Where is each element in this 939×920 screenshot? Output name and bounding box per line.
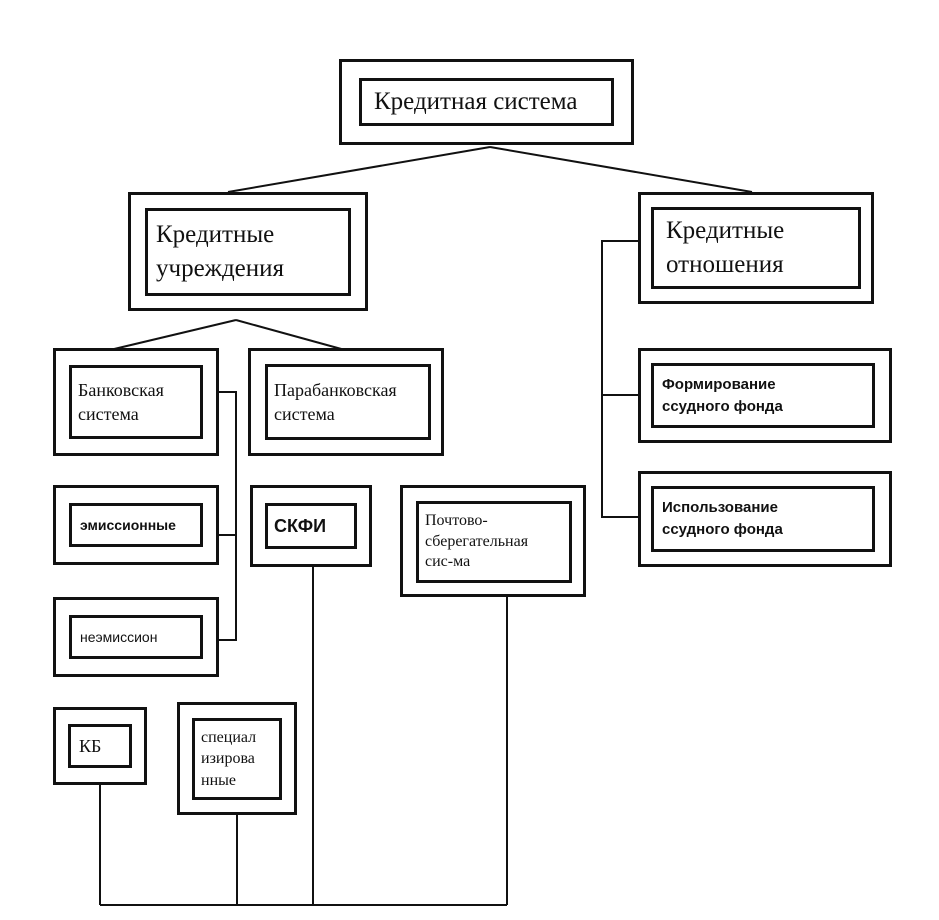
connector-root-institutions	[227, 146, 491, 193]
usage-fund-label: Использование ссудного фонда	[651, 486, 875, 552]
connector-banking-bracket	[218, 391, 237, 641]
root-node-label: Кредитная система	[359, 78, 614, 126]
institutions-node-box: Кредитные учреждения	[128, 192, 368, 311]
parabanking-system-box: Парабанковская система	[248, 348, 444, 456]
skfi-box: СКФИ	[250, 485, 372, 567]
emission-banks-label: эмиссионные	[69, 503, 203, 547]
institutions-node-label: Кредитные учреждения	[145, 208, 351, 296]
formation-fund-box: Формирование ссудного фонда	[638, 348, 892, 443]
root-node-box: Кредитная система	[339, 59, 634, 145]
parabanking-system-label: Парабанковская система	[265, 364, 431, 440]
connector-root-relations	[489, 146, 753, 193]
connector-institutions-banking	[109, 319, 237, 351]
usage-fund-box: Использование ссудного фонда	[638, 471, 892, 567]
relations-node-label: Кредитные отношения	[651, 207, 861, 289]
connector-institutions-parabanking	[235, 319, 346, 351]
specialized-box: специал изирова нные	[177, 702, 297, 815]
relations-node-box: Кредитные отношения	[638, 192, 874, 304]
skfi-label: СКФИ	[265, 503, 357, 549]
non-emission-banks-label: неэмиссион	[69, 615, 203, 659]
postal-savings-label: Почтово- сберегательная сис-ма	[416, 501, 572, 583]
connector-relations-bracket	[601, 240, 638, 518]
banking-system-box: Банковская система	[53, 348, 219, 456]
formation-fund-label: Формирование ссудного фонда	[651, 363, 875, 428]
kb-box: КБ	[53, 707, 147, 785]
banking-system-label: Банковская система	[69, 365, 203, 439]
postal-savings-box: Почтово- сберегательная сис-ма	[400, 485, 586, 597]
kb-label: КБ	[68, 724, 132, 768]
non-emission-banks-box: неэмиссион	[53, 597, 219, 677]
specialized-label: специал изирова нные	[192, 718, 282, 800]
emission-banks-box: эмиссионные	[53, 485, 219, 565]
